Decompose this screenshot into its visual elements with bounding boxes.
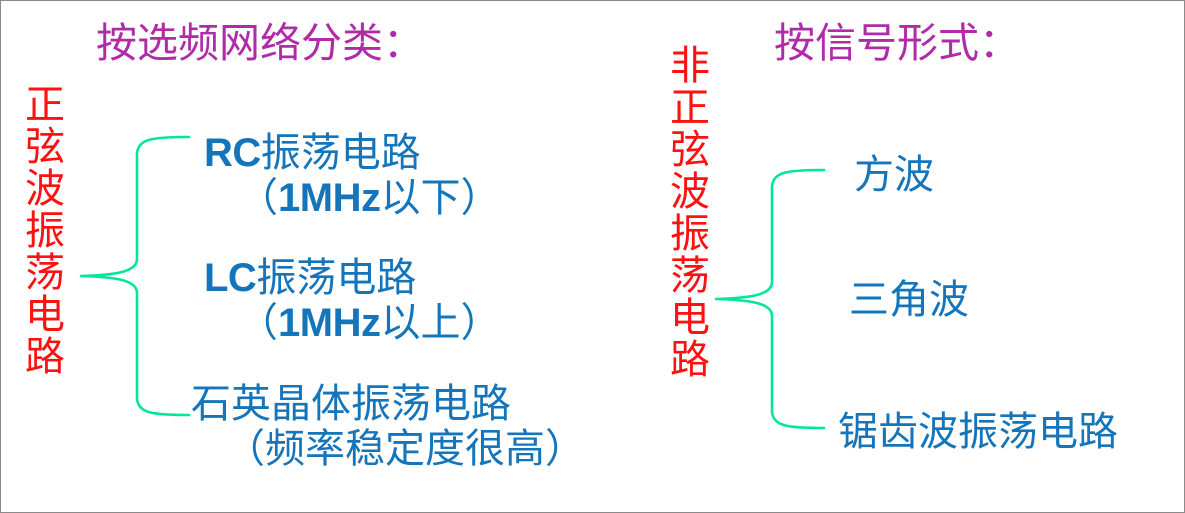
- vertical-char: 振: [670, 211, 710, 256]
- vertical-char: 弦: [25, 124, 65, 169]
- item-crystal-main: 石英晶体振荡电路: [191, 381, 511, 426]
- item-rc-note-latin: 1MHz: [278, 175, 381, 220]
- vertical-char: 路: [670, 337, 710, 382]
- item-rc-note-close: 以下）: [380, 174, 501, 220]
- vertical-char: 波: [670, 169, 710, 214]
- vertical-char: 路: [25, 334, 65, 379]
- item-rc-note: （1MHz以下）: [204, 174, 501, 221]
- left-group-heading: 按选频网络分类：: [96, 20, 424, 66]
- item-lc-main: LC振荡电路: [204, 255, 416, 300]
- vertical-char: 正: [670, 85, 710, 130]
- vertical-char: 电: [670, 295, 710, 340]
- item-rc-note-open: （: [238, 174, 278, 220]
- item-rc-cjk: 振荡电路: [260, 130, 421, 175]
- item-crystal-note: （频率稳定度很高）: [225, 425, 585, 471]
- right-group-heading: 按信号形式：: [774, 20, 1020, 66]
- vertical-char: 波: [25, 166, 65, 211]
- vertical-char: 弦: [670, 127, 710, 172]
- item-lc-cjk: 振荡电路: [256, 255, 417, 300]
- item-rc-oscillator: RC振荡电路 （1MHz以下）: [204, 130, 501, 221]
- item-lc-latin: LC: [204, 256, 257, 300]
- item-square-wave-label: 方波: [854, 152, 934, 197]
- item-lc-note: （1MHz以上）: [204, 299, 501, 346]
- item-crystal-oscillator: 石英晶体振荡电路 （频率稳定度很高）: [191, 381, 585, 472]
- item-lc-oscillator: LC振荡电路 （1MHz以上）: [204, 255, 501, 346]
- vertical-char: 振: [25, 208, 65, 253]
- item-rc-main: RC振荡电路: [204, 130, 421, 175]
- vertical-char: 正: [25, 82, 65, 127]
- left-curly-brace-icon: [79, 131, 191, 421]
- item-sawtooth-oscillator: 锯齿波振荡电路: [838, 409, 1118, 455]
- item-lc-note-close: 以上）: [380, 299, 501, 345]
- item-square-wave: 方波: [854, 152, 934, 198]
- item-sawtooth-label: 锯齿波振荡电路: [838, 409, 1118, 454]
- left-category-label: 正 弦 波 振 荡 电 路: [15, 84, 75, 378]
- item-triangle-wave-label: 三角波: [849, 277, 969, 322]
- vertical-char: 荡: [670, 253, 710, 298]
- right-curly-brace-icon: [714, 164, 826, 434]
- item-lc-note-latin: 1MHz: [278, 300, 381, 345]
- vertical-char: 非: [670, 43, 710, 88]
- right-category-label: 非 正 弦 波 振 荡 电 路: [660, 45, 720, 381]
- vertical-char: 电: [25, 292, 65, 337]
- item-triangle-wave: 三角波: [849, 277, 969, 323]
- item-rc-latin: RC: [204, 131, 261, 175]
- vertical-char: 荡: [25, 250, 65, 295]
- item-lc-note-open: （: [238, 299, 278, 345]
